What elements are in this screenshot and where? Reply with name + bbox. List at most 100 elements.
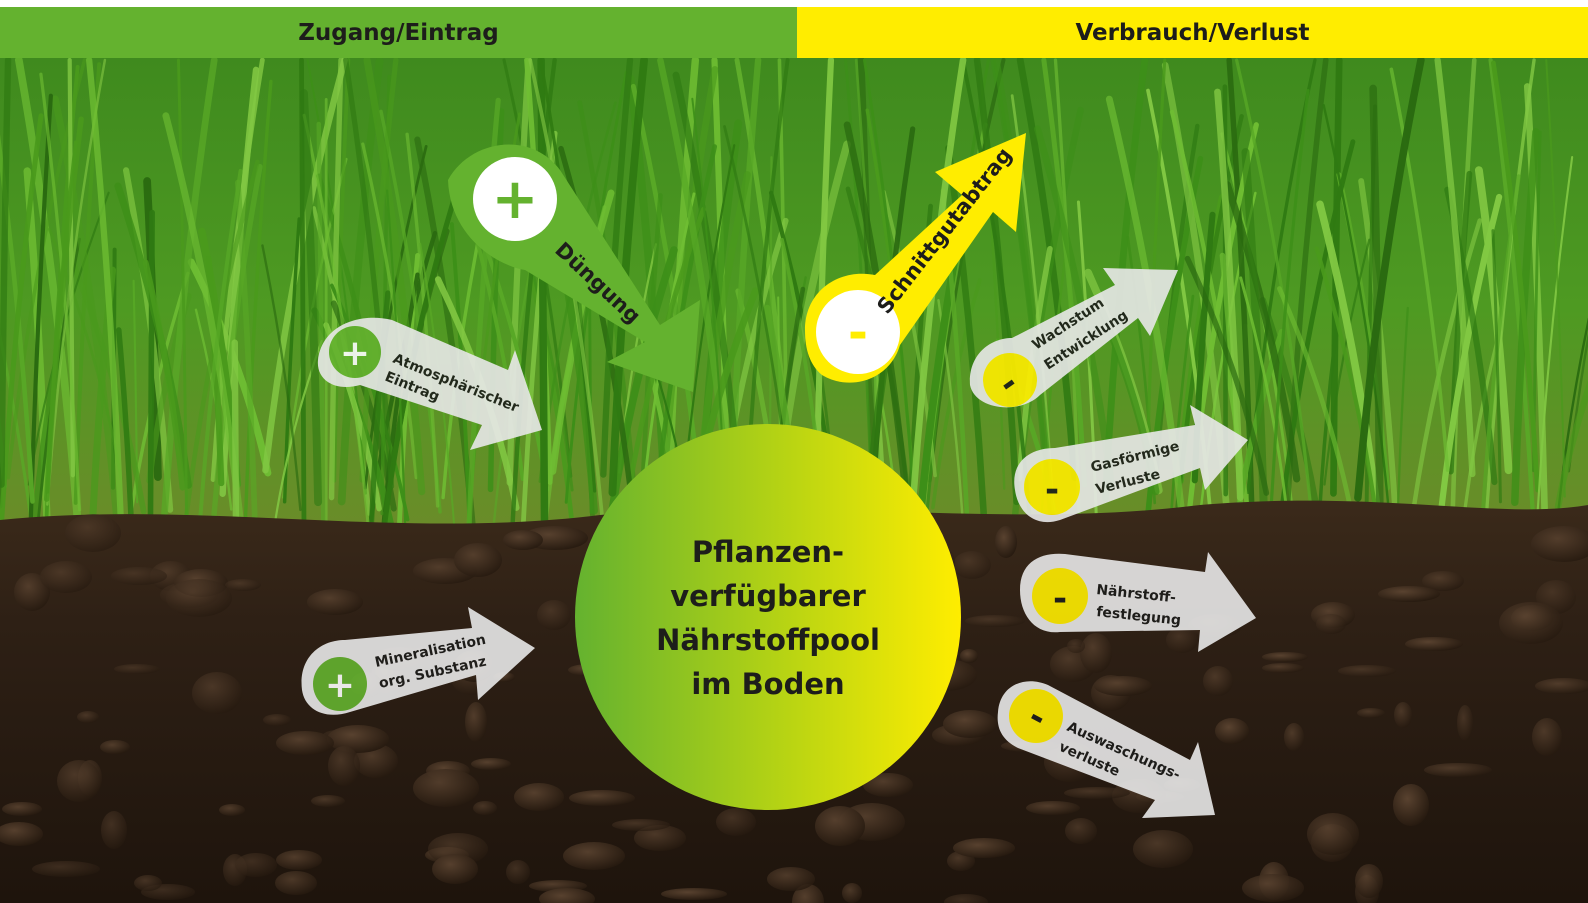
grass-blade	[359, 57, 399, 483]
soil-clod	[1393, 784, 1429, 826]
soil-clod	[1499, 602, 1563, 644]
soil-clod	[539, 888, 595, 903]
soil-clod	[225, 579, 261, 591]
pool-label-line4: im Boden	[691, 667, 844, 701]
minus-icon	[1032, 568, 1088, 624]
soil-clod	[473, 801, 497, 815]
soil-clod	[661, 888, 727, 900]
soil-clod	[328, 746, 360, 786]
auswaschung-arrow: - Auswaschungs- verluste	[997, 681, 1215, 818]
grass-blade	[1223, 181, 1301, 483]
soil-clod	[569, 790, 635, 806]
plus-icon	[329, 326, 381, 378]
soil-clod	[1378, 586, 1440, 602]
grass-blade	[261, 244, 302, 512]
soil-clod	[1424, 763, 1492, 777]
grass-blade	[1239, 276, 1289, 515]
soil-clod	[1535, 678, 1588, 694]
soil-clod	[166, 579, 232, 617]
soil-clod	[235, 853, 277, 877]
grass-blade	[1523, 83, 1549, 518]
grass-blade	[1434, 56, 1476, 478]
soil-clod	[960, 649, 978, 663]
minus-icon	[983, 353, 1037, 407]
gas-symbol: -	[1045, 470, 1059, 510]
grass-blade	[813, 56, 835, 490]
pool-label-line1: Pflanzen-	[692, 535, 844, 569]
soil-clod	[1422, 571, 1464, 591]
soil-clod	[1080, 633, 1112, 673]
soil-clod	[863, 773, 913, 797]
soil-clod	[454, 543, 502, 577]
grass-blade	[209, 163, 263, 542]
grass-blade	[1267, 88, 1310, 545]
grass-blade	[142, 259, 186, 491]
soil-clod	[307, 589, 363, 615]
grass-blade	[604, 246, 678, 538]
grass-blade	[1184, 255, 1270, 496]
grass-blade	[219, 66, 260, 497]
grass-blade	[205, 255, 225, 487]
grass-blade	[0, 56, 12, 488]
soil-clod	[1531, 526, 1588, 562]
schnittgut-symbol: -	[848, 305, 868, 361]
grass-blade	[1277, 286, 1357, 529]
mineralisation-symbol: +	[325, 665, 355, 706]
soil-clod	[77, 711, 99, 723]
pool-label-line2: verfügbarer	[670, 579, 866, 613]
soil-clod	[276, 731, 334, 755]
soil-clod	[815, 806, 865, 846]
grass-blade	[116, 327, 135, 539]
soil-clod	[1394, 702, 1412, 728]
soil-clod	[995, 526, 1017, 558]
soil-clod	[1457, 705, 1473, 741]
soil-clod	[114, 664, 160, 674]
soil-clod	[65, 514, 121, 552]
soil-clod	[1316, 614, 1346, 634]
wachstum-arrow: - Wachstum Entwicklung	[969, 268, 1178, 408]
grass-blade	[945, 144, 987, 517]
grass-blade	[1317, 325, 1339, 520]
grass-blade	[0, 134, 35, 504]
grass-blade	[1536, 155, 1574, 521]
minus-icon	[1009, 689, 1063, 743]
grass-blade	[1041, 57, 1087, 488]
grass-blade	[537, 56, 549, 533]
soil-clod	[716, 808, 756, 836]
grass-blade	[196, 168, 243, 546]
grass-blade	[1358, 178, 1399, 521]
soil-clod	[842, 883, 862, 903]
grass-blade	[1406, 218, 1482, 549]
grass-blade	[960, 58, 1032, 522]
soil-clod	[943, 710, 997, 738]
soil-clod	[192, 672, 242, 714]
header-verbrauch: Verbrauch/Verlust	[1075, 19, 1310, 46]
soil-clod	[1094, 676, 1152, 696]
soil-clod	[1242, 874, 1304, 902]
soil-clod	[40, 561, 92, 593]
soil-clod	[1064, 787, 1130, 799]
soil-clod	[514, 783, 564, 811]
grass-blade	[1389, 67, 1450, 472]
soil-clod	[1338, 665, 1396, 677]
grass-blade	[1314, 246, 1382, 541]
grass-blade	[363, 56, 426, 496]
header-right-bar	[797, 7, 1588, 58]
soil-clod	[2, 802, 42, 816]
grass-blade	[332, 58, 351, 483]
grass-blade	[1490, 60, 1541, 493]
soil-clod	[327, 725, 389, 753]
minus-icon	[816, 290, 900, 374]
soil-clod	[432, 854, 478, 884]
grass-blade	[1483, 58, 1536, 540]
header-left-bar	[0, 7, 797, 58]
gas-arrow: - Gasförmige Verluste	[1014, 405, 1248, 523]
soil-clod	[1065, 818, 1097, 844]
soil-clod	[1203, 666, 1233, 696]
soil-clod	[311, 795, 345, 807]
soil-clod	[276, 850, 322, 870]
soil-clod	[1357, 708, 1385, 718]
soil-clod	[767, 867, 815, 891]
